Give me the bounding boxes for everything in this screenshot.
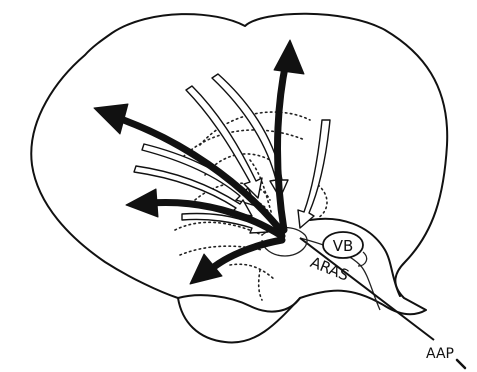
brain-outline	[31, 14, 447, 343]
solid-arrow-frontal-lower-head	[126, 189, 158, 217]
aap-label: AAP	[426, 346, 454, 362]
solid-arrow-vertex	[278, 62, 287, 230]
vb-label: VB	[333, 237, 354, 255]
hollow-arrow-3	[298, 120, 330, 228]
aap-pointer	[457, 360, 465, 368]
cerebellum-outline	[178, 295, 300, 311]
solid-arrow-vertex-head	[274, 40, 304, 74]
solid-arrow-temporal-head	[190, 254, 222, 284]
solid-arrow-frontal-upper-head	[94, 104, 128, 134]
